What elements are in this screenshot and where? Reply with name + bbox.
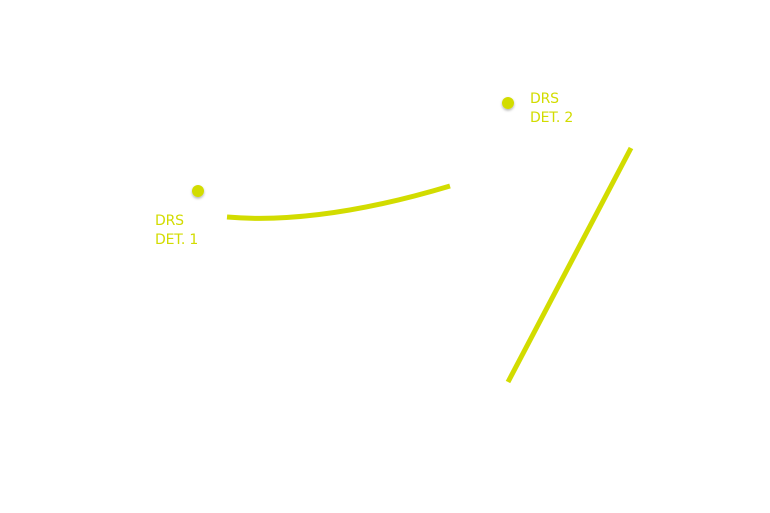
drs-detection-2-label: DRS DET. 2 bbox=[530, 90, 573, 128]
drs-det2-line1: DRS bbox=[530, 91, 559, 107]
track-straight-segment bbox=[505, 146, 634, 384]
drs-det1-line1: DRS bbox=[155, 213, 184, 229]
drs-det1-line2: DET. 1 bbox=[155, 232, 199, 248]
drs-detection-2-marker bbox=[502, 97, 514, 109]
track-curve-segment bbox=[226, 183, 451, 221]
drs-detection-1-label: DRS DET. 1 bbox=[155, 212, 198, 250]
drs-detection-1-marker bbox=[192, 185, 204, 197]
drs-det2-line2: DET. 2 bbox=[530, 110, 574, 126]
